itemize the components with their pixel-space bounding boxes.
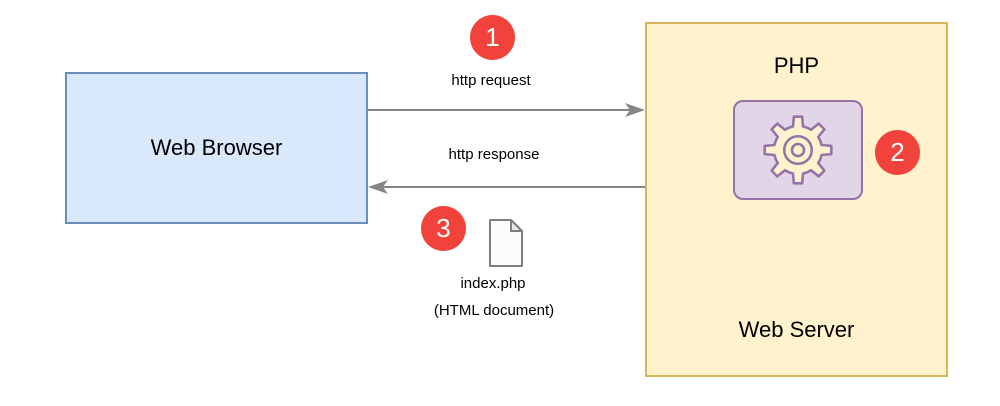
step-number: 1: [485, 22, 500, 52]
web-browser-node: [65, 72, 368, 224]
step-badge-2: 2: [875, 130, 920, 175]
step-number: 2: [890, 137, 905, 167]
php-engine-box: [733, 100, 863, 200]
web-server-label: Web Server: [738, 317, 855, 342]
web-browser-label: Web Browser: [150, 135, 283, 160]
http-response-label: http response: [448, 146, 540, 163]
document-note: (HTML document): [433, 302, 555, 319]
http-response-arrow: [368, 180, 645, 194]
document-filename: index.php: [460, 275, 526, 292]
step-badge-1: 1: [470, 15, 515, 60]
http-request-arrow: [368, 103, 645, 117]
step-number: 3: [436, 213, 451, 243]
http-request-label: http request: [451, 72, 531, 89]
document-icon: [489, 219, 523, 267]
step-badge-3: 3: [421, 206, 466, 251]
php-label: PHP: [773, 53, 820, 78]
gear-icon: [763, 115, 833, 185]
